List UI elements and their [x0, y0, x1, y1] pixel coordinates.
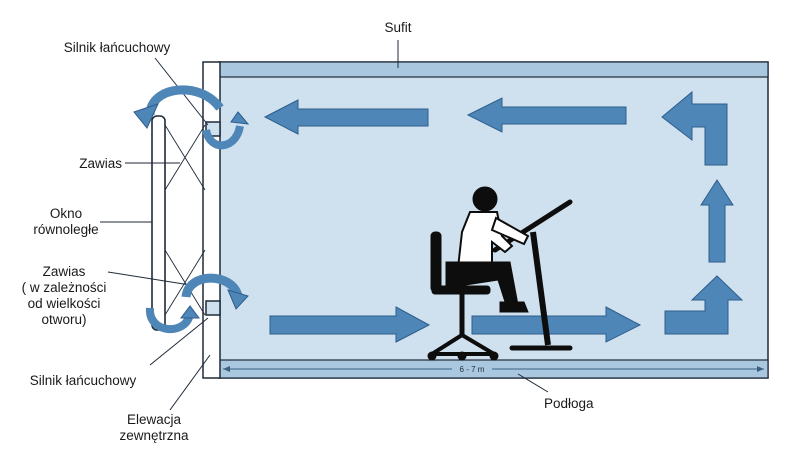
- arrow-right-1: [269, 306, 431, 343]
- arrow-right-2: [471, 306, 642, 343]
- floor-label: Podłoga: [544, 396, 594, 411]
- parallel-window-pane: [151, 115, 166, 331]
- dimension-line: [223, 364, 764, 374]
- chain-motor-bottom-label: Silnik łańcuchowy: [29, 373, 137, 388]
- chain-motor-bottom: [205, 300, 221, 316]
- hinge-bottom-label-line4: otworu): [41, 312, 87, 327]
- ceiling-label: Sufit: [384, 20, 412, 35]
- ceiling-band: [218, 61, 769, 78]
- exterior-elevation-label-line2: zewnętrzna: [119, 428, 189, 443]
- parallel-window-label: Okno równoległe: [24, 206, 108, 238]
- dimension-text: 6 - 7 m: [460, 365, 485, 374]
- hinge-bottom-label-line1: Zawias: [42, 264, 86, 279]
- hinge-bottom-label-line2: ( w zależności: [21, 280, 107, 295]
- arrow-corner-top: [661, 90, 728, 166]
- exterior-elevation-label: Elewacja zewnętrzna: [104, 412, 204, 444]
- hinge-bottom-label: Zawias ( w zależności od wielkości otwor…: [18, 264, 110, 328]
- parallel-window-label-line2: równoległe: [33, 222, 99, 237]
- arrow-up: [700, 179, 734, 263]
- airflow-arrows: [263, 90, 744, 343]
- parallel-window-label-line1: Okno: [49, 206, 83, 221]
- chain-motor-top-label: Silnik łańcuchowy: [63, 40, 171, 55]
- curved-airflow-arrows: [133, 85, 250, 333]
- hinge-links: [164, 124, 206, 316]
- hinge-bottom-label-line3: od wielkości: [27, 296, 101, 311]
- seated-person-at-drafting-table-icon: [427, 186, 573, 361]
- hinge-top-label: Zawias: [79, 156, 122, 171]
- curved-arrow-bottom: [181, 273, 243, 299]
- exterior-elevation-label-line1: Elewacja: [126, 412, 182, 427]
- arrow-left-2: [466, 97, 627, 133]
- arrow-left-1: [263, 99, 429, 135]
- arrow-corner-bottom: [664, 275, 744, 335]
